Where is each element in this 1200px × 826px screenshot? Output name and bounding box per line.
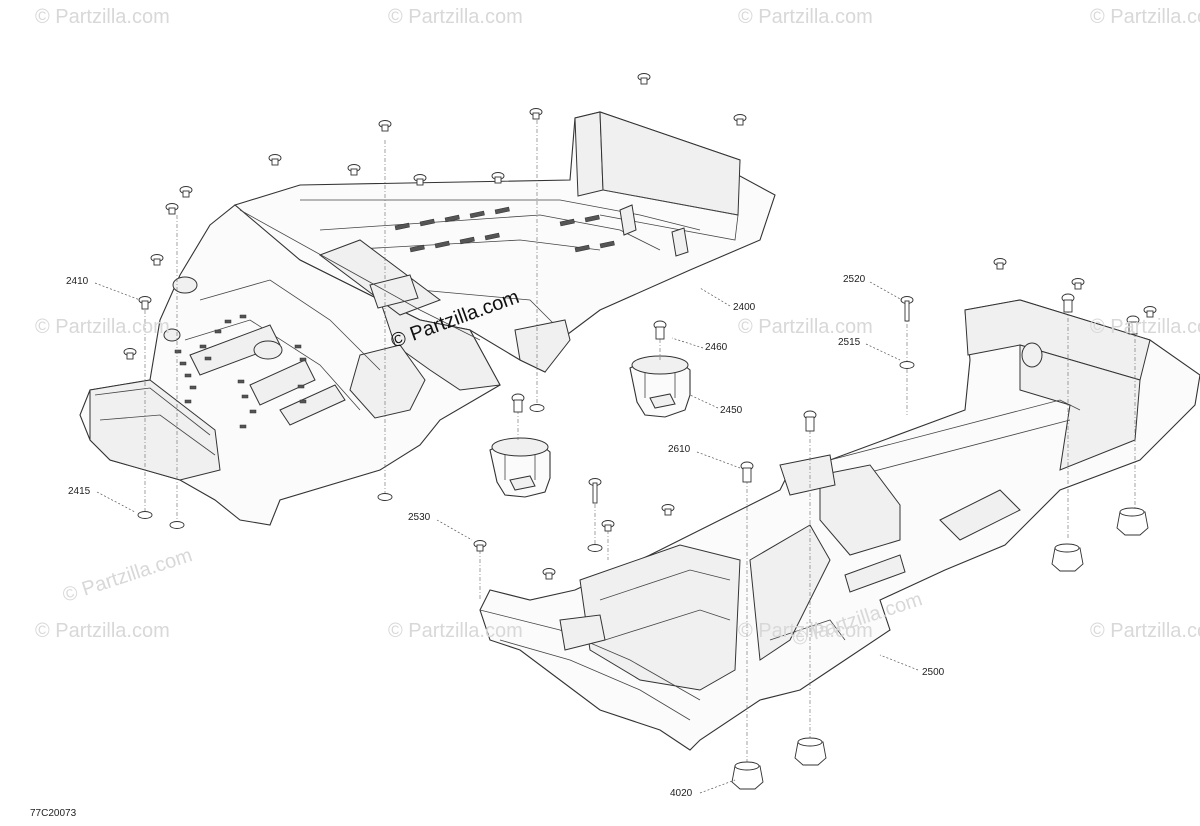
watermark: © Partzilla.com bbox=[738, 620, 873, 642]
storage-cup-2450-upper bbox=[629, 355, 691, 418]
callout-2415: 2415 bbox=[68, 486, 91, 497]
callout-2610: 2610 bbox=[668, 444, 691, 455]
storage-cup-2450-lower bbox=[489, 437, 551, 498]
leader-lines bbox=[94, 281, 919, 794]
watermark: © Partzilla.com bbox=[1090, 620, 1200, 642]
callout-2515: 2515 bbox=[838, 337, 861, 348]
callout-2520: 2520 bbox=[843, 274, 866, 285]
push-rivets bbox=[123, 73, 1157, 580]
watermark: © Partzilla.com bbox=[1090, 316, 1200, 338]
watermark: © Partzilla.com bbox=[738, 316, 873, 338]
callout-2500: 2500 bbox=[922, 667, 945, 678]
washers bbox=[137, 361, 915, 552]
watermark: © Partzilla.com bbox=[35, 316, 170, 338]
front-left-floor-panel bbox=[79, 204, 501, 526]
callout-2460: 2460 bbox=[705, 342, 728, 353]
watermark: © Partzilla.com bbox=[1090, 6, 1200, 28]
callout-4020: 4020 bbox=[670, 788, 693, 799]
watermark: © Partzilla.com bbox=[388, 620, 523, 642]
diagram-id: 77C20073 bbox=[30, 808, 77, 819]
centerlines bbox=[144, 120, 1136, 765]
callout-2410: 2410 bbox=[66, 276, 89, 287]
callout-2450: 2450 bbox=[720, 405, 743, 416]
watermark: © Partzilla.com bbox=[738, 6, 873, 28]
clips-4020 bbox=[731, 507, 1149, 790]
rear-floor-panel bbox=[234, 111, 776, 373]
watermark: © Partzilla.com bbox=[35, 620, 170, 642]
main-floor-panel bbox=[479, 299, 1200, 751]
callout-2400: 2400 bbox=[733, 302, 756, 313]
watermark: © Partzilla.com bbox=[388, 6, 523, 28]
callout-2530: 2530 bbox=[408, 512, 431, 523]
watermark: © Partzilla.com bbox=[35, 6, 170, 28]
